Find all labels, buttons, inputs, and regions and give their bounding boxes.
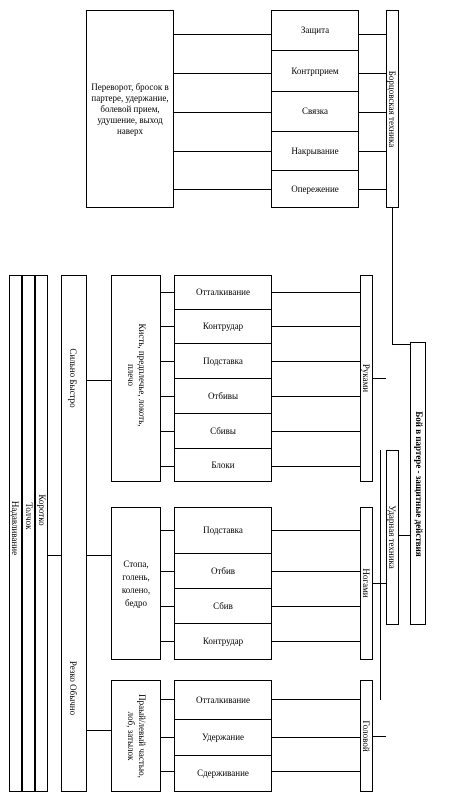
main-title: Бой в партере - защитные действия bbox=[414, 411, 424, 557]
hands-category: Руками bbox=[361, 363, 371, 393]
legs-category: Ногами bbox=[361, 568, 371, 598]
strike-technique-box bbox=[386, 450, 399, 625]
hands-item-0: Отталкивание bbox=[174, 275, 272, 310]
head-description: Праый/левый частью, лоб, затылок bbox=[126, 694, 147, 778]
col-tolchok-label: Толчок bbox=[24, 502, 34, 530]
top-item-0: Защита bbox=[271, 10, 359, 51]
top-item-3: Накрывание bbox=[271, 131, 359, 171]
col-tolchok bbox=[22, 275, 35, 792]
head-category: Головой bbox=[361, 720, 371, 752]
col-nadavlivanie-label: Надавливание bbox=[10, 500, 20, 556]
col-nadavlivanie bbox=[9, 275, 22, 792]
legs-description: Стопа, голень, колено, бедро bbox=[121, 558, 151, 608]
top-item-2: Связка bbox=[271, 91, 359, 132]
speed-sharp-label: Резко Обычно bbox=[68, 660, 78, 716]
hands-item-1: Контрудар bbox=[174, 309, 272, 344]
legs-description-box: Стопа, голень, колено, бедро bbox=[111, 507, 161, 660]
head-item-2: Сдерживание bbox=[174, 755, 272, 792]
col-speed bbox=[61, 275, 87, 792]
top-description: Переворот, бросок в партере, удержание, … bbox=[91, 81, 169, 136]
hands-description: Кисть, предплечье, локоть, плечо bbox=[126, 323, 147, 427]
legs-category-box bbox=[360, 507, 373, 660]
strike-technique-label: Ударная техника bbox=[387, 505, 397, 569]
legs-item-1: Отбив bbox=[174, 553, 272, 589]
hands-item-4: Сбивы bbox=[174, 413, 272, 449]
speed-fast-label: Сильно Быстро bbox=[68, 348, 78, 408]
top-item-4: Опережение bbox=[271, 170, 359, 208]
legs-item-0: Подставка bbox=[174, 507, 272, 554]
legs-item-2: Сбив bbox=[174, 588, 272, 624]
head-category-box bbox=[360, 680, 373, 792]
hands-item-5: Блоки bbox=[174, 448, 272, 482]
hands-item-2: Подставка bbox=[174, 343, 272, 379]
hands-category-box bbox=[360, 275, 373, 482]
top-item-1: Контрприем bbox=[271, 50, 359, 92]
head-description-box bbox=[111, 680, 161, 792]
top-description-box: Переворот, бросок в партере, удержание, … bbox=[86, 10, 174, 208]
wrestling-technique-box bbox=[386, 10, 399, 208]
wrestling-technique-label: Борцовская техника bbox=[387, 70, 397, 148]
col-korotko-label: Коротко bbox=[37, 494, 47, 526]
head-item-1: Удержание bbox=[174, 719, 272, 756]
head-item-0: Отталкивание bbox=[174, 680, 272, 720]
legs-item-3: Контрудар bbox=[174, 623, 272, 660]
hands-item-3: Отбивы bbox=[174, 378, 272, 414]
col-korotko bbox=[35, 275, 48, 792]
main-title-box bbox=[410, 342, 426, 625]
hands-description-box bbox=[111, 275, 161, 482]
